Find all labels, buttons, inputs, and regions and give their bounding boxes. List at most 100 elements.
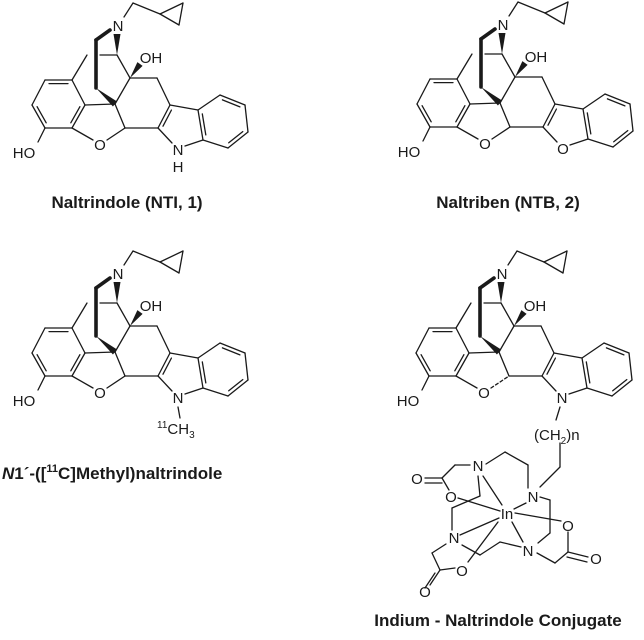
carbonyl-o-label: O xyxy=(590,551,602,568)
bond xyxy=(431,552,441,571)
bond xyxy=(568,387,588,395)
bond xyxy=(456,53,473,80)
bond xyxy=(501,53,516,78)
bond xyxy=(544,1,569,14)
bond xyxy=(507,250,518,266)
bond xyxy=(566,556,588,563)
bond xyxy=(157,375,173,392)
bond xyxy=(116,302,131,327)
bond xyxy=(441,477,450,491)
bond xyxy=(70,354,81,372)
indium-label: In xyxy=(501,506,514,523)
chelate-n-label: N xyxy=(523,543,534,560)
bond xyxy=(504,451,529,466)
bond xyxy=(429,569,441,586)
bond xyxy=(157,352,171,377)
phenol-ho-label: HO xyxy=(13,393,36,410)
chelate-n-label: N xyxy=(473,458,484,475)
methyl-label: 11CH3 xyxy=(157,420,195,441)
bond xyxy=(421,105,432,123)
wedge-bond xyxy=(498,33,506,54)
hydroxyl-label: OH xyxy=(524,298,547,315)
indole-heteroatom-label: N xyxy=(173,142,184,159)
carbonyl-o-label: O xyxy=(411,471,423,488)
bond xyxy=(562,250,568,274)
isotope-label: 11 xyxy=(157,420,168,431)
bond xyxy=(116,54,131,79)
ether-o-label: O xyxy=(479,136,491,153)
bond xyxy=(543,250,568,263)
bond xyxy=(513,502,527,510)
bond xyxy=(569,138,589,146)
bond xyxy=(37,127,46,143)
bond xyxy=(94,28,112,42)
bond xyxy=(553,352,583,359)
bond xyxy=(84,351,116,354)
carbonyl-o-label: O xyxy=(419,584,431,601)
bond xyxy=(542,103,556,128)
bond xyxy=(178,250,184,274)
amine-n-label: N xyxy=(113,266,124,283)
bond xyxy=(490,375,510,389)
bond xyxy=(467,521,499,563)
indole-heteroatom-label: O xyxy=(557,141,569,158)
chelate-n-label: N xyxy=(449,530,460,547)
bond xyxy=(613,129,629,143)
bond xyxy=(157,127,173,144)
bond xyxy=(202,139,229,149)
bond xyxy=(71,127,94,141)
bond xyxy=(37,375,46,391)
bond xyxy=(491,126,511,140)
bond xyxy=(114,77,131,105)
bond xyxy=(498,325,515,353)
bond xyxy=(541,352,555,377)
bond xyxy=(201,361,207,384)
bond xyxy=(482,475,503,506)
bond xyxy=(542,126,558,143)
bond xyxy=(479,27,497,41)
bond xyxy=(485,451,506,465)
bond xyxy=(114,103,126,129)
bond xyxy=(424,572,436,589)
bond xyxy=(71,54,88,81)
caption-post: C]Methyl)naltrindole xyxy=(58,464,222,483)
bond xyxy=(169,352,199,359)
bond xyxy=(184,387,204,395)
bond xyxy=(114,325,131,353)
bond xyxy=(439,567,456,571)
bond xyxy=(516,250,545,263)
bond xyxy=(499,541,522,548)
bond xyxy=(244,352,249,381)
bond xyxy=(228,378,244,392)
methyl-sub-label: 3 xyxy=(189,430,195,441)
bond xyxy=(543,261,564,274)
carboxylate-o-label: O xyxy=(456,563,468,580)
bond xyxy=(31,104,46,129)
bond xyxy=(536,552,556,564)
linker-sub: 2 xyxy=(561,436,567,447)
bond xyxy=(563,1,569,25)
bond xyxy=(477,475,481,497)
bond xyxy=(461,544,481,556)
caption-methyl-naltrindole: N1´-([11C]Methyl)naltrindole xyxy=(2,463,222,483)
bond xyxy=(541,76,556,105)
bond xyxy=(178,2,184,26)
bond xyxy=(31,79,46,106)
bond xyxy=(227,131,249,149)
bond xyxy=(221,347,241,356)
bond xyxy=(540,325,555,354)
bond xyxy=(539,496,551,501)
bond xyxy=(456,126,479,140)
bond xyxy=(586,112,592,135)
bond xyxy=(420,354,431,372)
bond xyxy=(455,302,472,329)
bond xyxy=(586,387,613,397)
bond xyxy=(197,94,221,111)
bond xyxy=(219,342,246,354)
caption-isotope: 11 xyxy=(46,463,58,475)
chelate-n-label: N xyxy=(528,489,539,506)
bond xyxy=(469,102,501,105)
wedge-bond xyxy=(480,336,502,355)
